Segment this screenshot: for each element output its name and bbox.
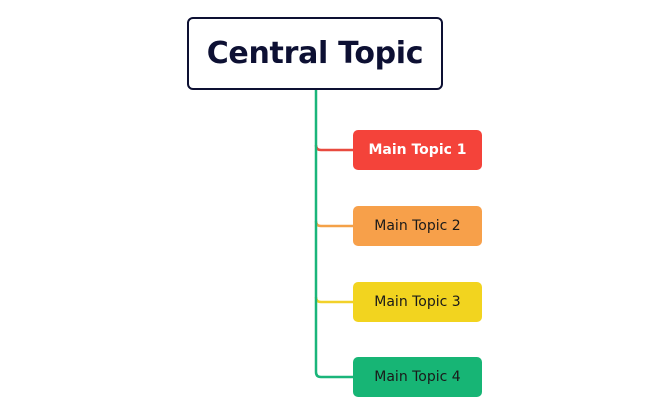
main-topic-4-label: Main Topic 4 [374, 369, 461, 385]
main-topic-3-label: Main Topic 3 [374, 294, 461, 310]
main-topic-4-node[interactable]: Main Topic 4 [353, 357, 482, 397]
central-topic-node[interactable]: Central Topic [187, 17, 443, 90]
branch-connector [314, 144, 353, 152]
main-topic-2-node[interactable]: Main Topic 2 [353, 206, 482, 246]
central-topic-label: Central Topic [206, 36, 424, 71]
branch-connector [314, 220, 353, 228]
branch-connector [314, 296, 353, 304]
trunk-connector [314, 90, 353, 379]
main-topic-3-node[interactable]: Main Topic 3 [353, 282, 482, 322]
main-topic-1-label: Main Topic 1 [368, 142, 467, 158]
main-topic-2-label: Main Topic 2 [374, 218, 461, 234]
main-topic-1-node[interactable]: Main Topic 1 [353, 130, 482, 170]
